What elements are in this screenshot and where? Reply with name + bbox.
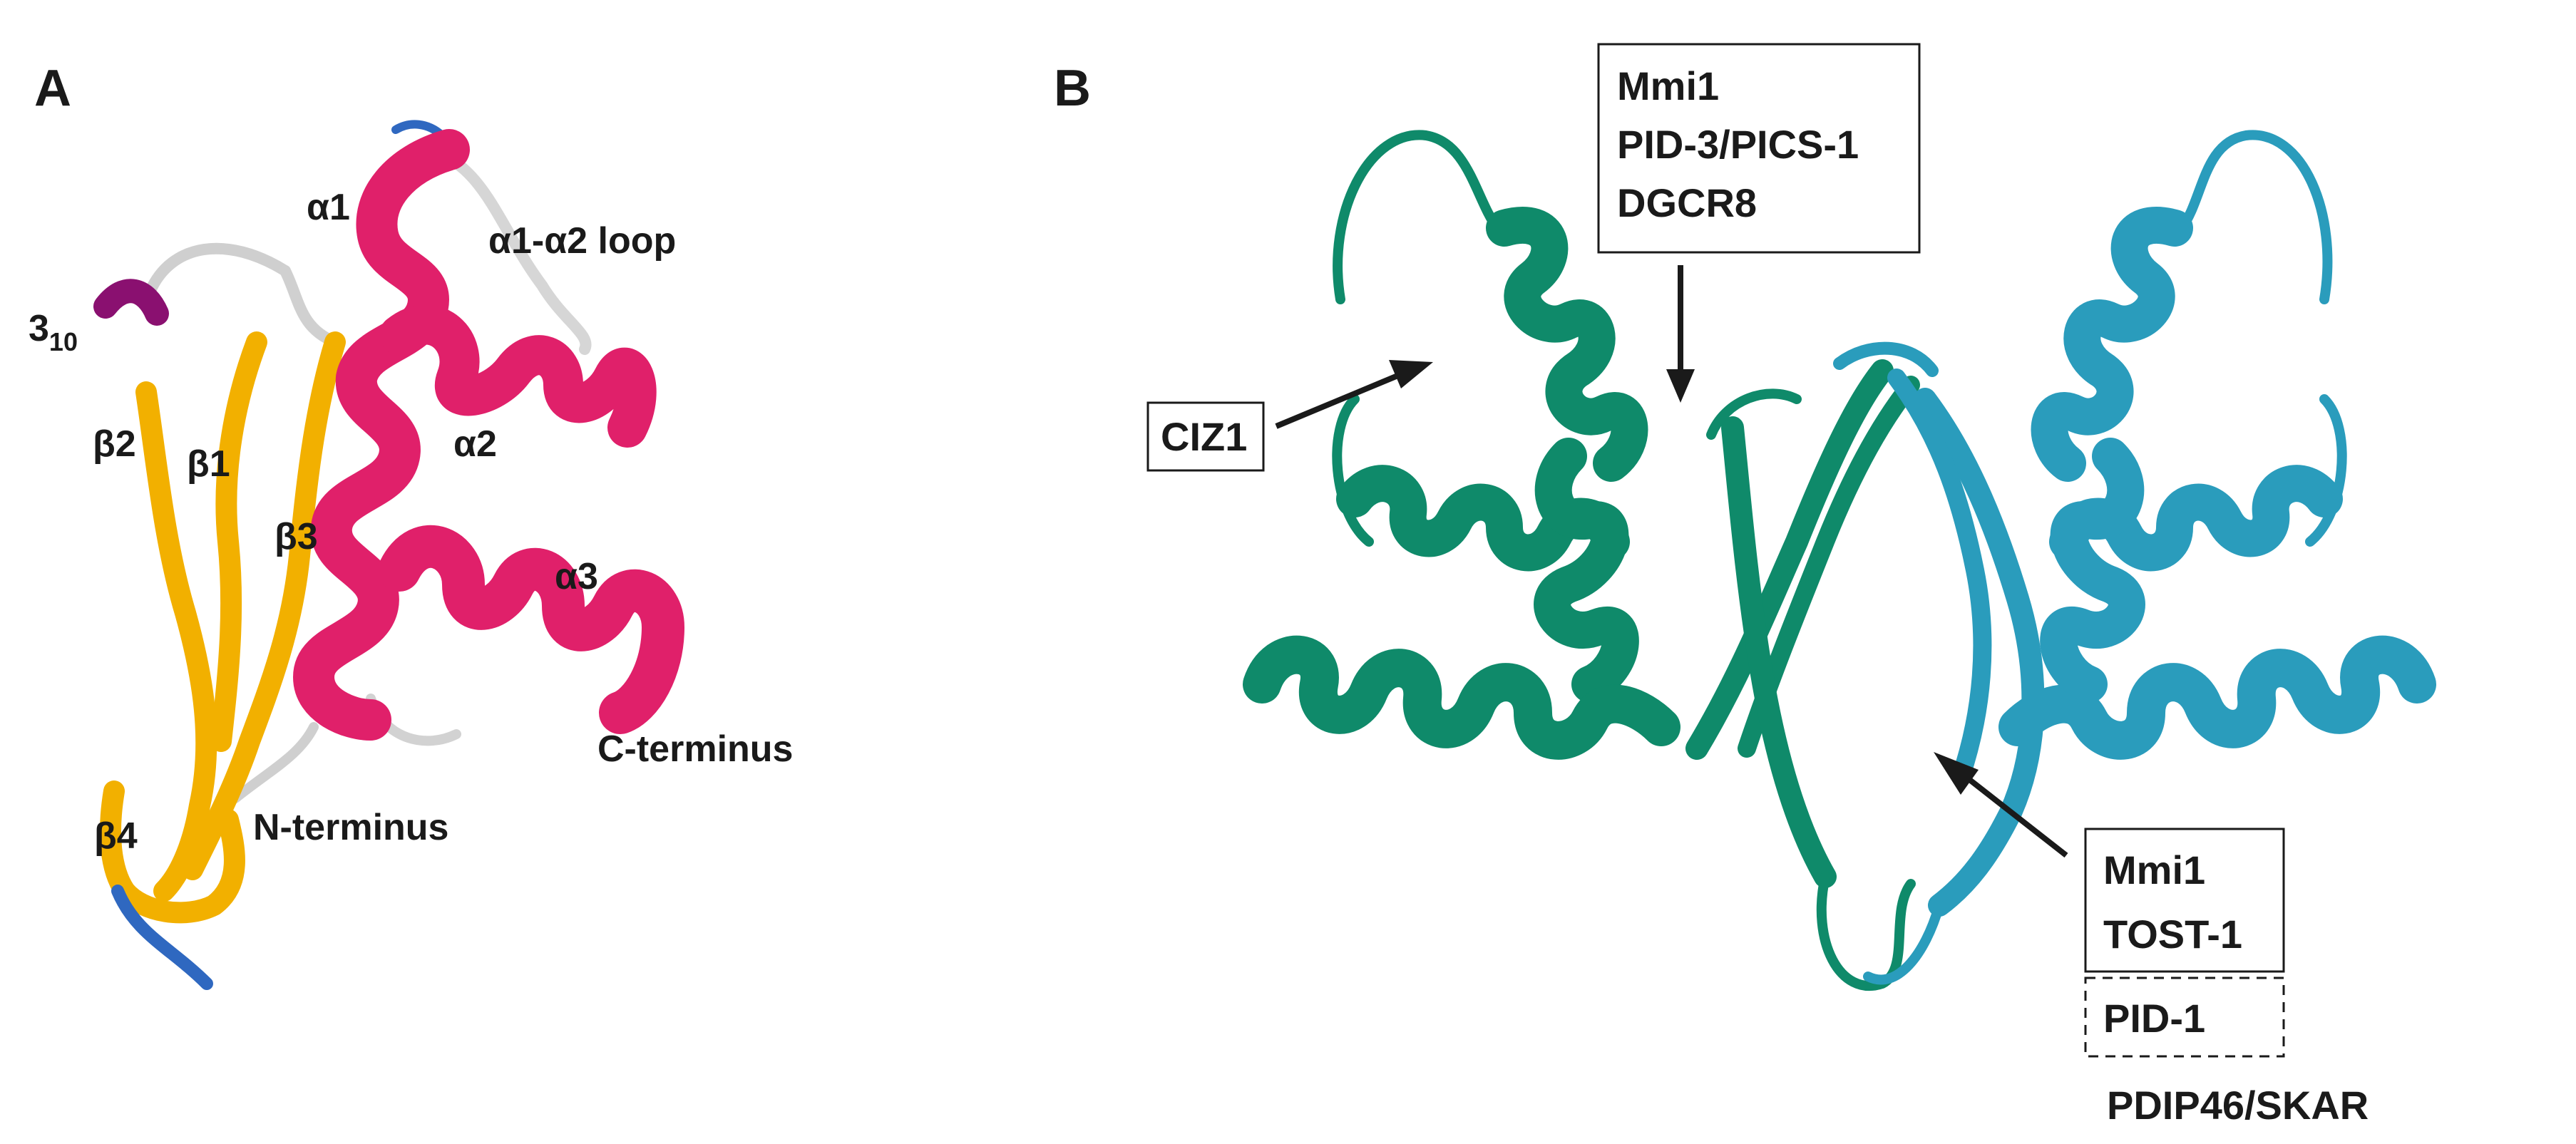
loop-segment	[230, 722, 319, 803]
strand-beta3	[182, 331, 346, 880]
panel-a-letter: A	[34, 60, 71, 117]
top-binding-box: Mmi1 PID-3/PICS-1 DGCR8	[1597, 43, 1921, 254]
loop-segment	[422, 144, 592, 355]
label-n-terminus: N-terminus	[253, 807, 448, 848]
label-alpha3: α3	[555, 556, 598, 597]
chain-b-helix	[1998, 635, 2436, 760]
label-c-terminus: C-terminus	[597, 728, 793, 770]
left-binding-box: CIZ1	[1146, 401, 1265, 472]
chain-a-loop	[1333, 130, 1502, 304]
label-alpha1-alpha2-loop: α1-α2 loop	[488, 220, 676, 262]
helix-alpha1	[293, 129, 470, 741]
strand-beta1	[210, 331, 267, 752]
left-box-label: CIZ1	[1161, 414, 1247, 459]
label-alpha1: α1	[307, 187, 350, 228]
label-helix-310: 310	[29, 308, 78, 356]
label-beta3: β3	[274, 516, 318, 557]
below-label: PDIP46/SKAR	[2107, 1083, 2369, 1128]
dashed-box-label: PID-1	[2103, 996, 2205, 1041]
bottom-right-arrow	[1934, 752, 2068, 858]
label-alpha2: α2	[453, 423, 497, 465]
panel-b-letter: B	[1054, 60, 1091, 117]
label-beta1: β1	[187, 443, 230, 485]
dashed-binding-box: PID-1	[2084, 976, 2285, 1058]
left-arrow	[1275, 360, 1433, 429]
top-box-line-1: Mmi1	[1617, 63, 1719, 108]
chain-b-helix	[2040, 438, 2145, 703]
protein-ribbon-a	[93, 120, 684, 990]
bottom-box-line-2: TOST-1	[2103, 912, 2242, 957]
chain-a-loop	[1332, 394, 1374, 547]
chain-b-strand	[1887, 369, 1992, 786]
protein-ribbon-b	[1243, 130, 2436, 991]
bottom-box-line-1: Mmi1	[2103, 847, 2205, 892]
turn-segment	[111, 885, 213, 990]
loop-segment	[144, 242, 291, 298]
label-beta4: β4	[94, 815, 138, 857]
chain-b-helix	[2031, 207, 2193, 482]
loop-segment	[279, 265, 341, 348]
helix-alpha3	[378, 525, 684, 734]
panel-a: A 310 β2 β1 β3 β4 α1	[29, 60, 793, 990]
chain-b-loop	[2177, 130, 2333, 304]
top-arrow	[1666, 265, 1695, 403]
label-beta2: β2	[93, 423, 136, 465]
top-box-line-2: PID-3/PICS-1	[1617, 122, 1859, 167]
chain-a-strand	[1721, 416, 1837, 888]
chain-b-loop	[1863, 900, 1944, 985]
chain-a-helix	[1534, 438, 1639, 703]
helix-310-segment	[93, 279, 169, 326]
chain-a-helix	[1243, 635, 1680, 760]
panel-b: B Mm	[1054, 43, 2436, 1128]
strand-beta2	[135, 381, 217, 902]
bottom-binding-box: Mmi1 TOST-1	[2084, 828, 2285, 973]
chain-a-helix	[1486, 207, 1648, 482]
chain-b-strand	[1914, 388, 2045, 917]
chain-a-loop	[1706, 388, 1802, 440]
top-box-line-3: DGCR8	[1617, 180, 1757, 225]
chain-b-loop	[1833, 341, 1939, 377]
chain-b-loop	[2305, 394, 2347, 547]
helix-alpha2	[379, 304, 657, 448]
chain-a-strand	[1685, 359, 1894, 760]
strand-beta4	[100, 780, 245, 924]
